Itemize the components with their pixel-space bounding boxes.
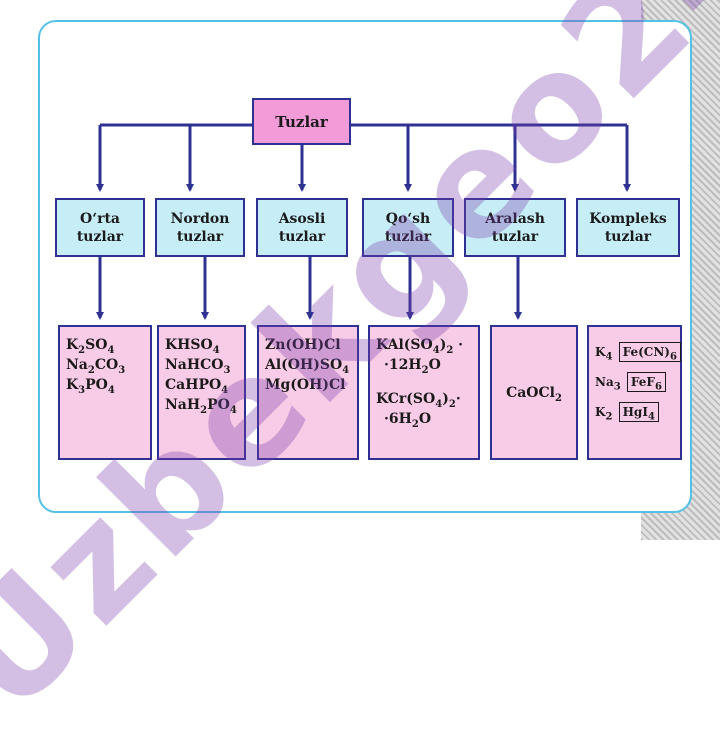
- examples-nordon-tuzlar: KHSO4 NaHCO3 CaHPO4 NaH2PO4: [157, 325, 246, 460]
- examples-qosh-tuzlar: KAl(SO4)2 · ·12H2O KCr(SO4)2· ·6H2O: [368, 325, 480, 460]
- formula-mgohcl: Mg(OH)Cl: [265, 377, 346, 393]
- formula-12h2o: ·12H2O: [384, 357, 441, 376]
- root-node-tuzlar: Tuzlar: [252, 98, 351, 145]
- formula-k3po4: K3PO4: [66, 377, 115, 396]
- formula-na3fef6: Na3 FeF6: [595, 372, 674, 392]
- formula-alohso4: Al(OH)SO4: [265, 357, 350, 376]
- formula-6h2o: ·6H2O: [384, 411, 432, 430]
- formula-kalso42: KAl(SO4)2 ·: [376, 337, 464, 356]
- examples-aralash-tuzlar: CaOCl2: [490, 325, 578, 460]
- formula-k2so4: K2SO4: [66, 337, 115, 356]
- formula-nah2po4: NaH2PO4: [165, 397, 237, 416]
- formula-na2co3: Na2CO3: [66, 357, 126, 376]
- formula-znohcl: Zn(OH)Cl: [265, 337, 341, 353]
- formula-khso4: KHSO4: [165, 337, 220, 356]
- formula-kcrso42: KCr(SO4)2·: [376, 391, 461, 410]
- formula-k4fecn6: K4 Fe(CN)6: [595, 342, 681, 362]
- formula-k2hgi4: K2 HgI4: [595, 402, 674, 422]
- formula-nahco3: NaHCO3: [165, 357, 231, 376]
- formula-cahpo4: CaHPO4: [165, 377, 229, 396]
- examples-asosli-tuzlar: Zn(OH)Cl Al(OH)SO4 Mg(OH)Cl: [257, 325, 359, 460]
- formula-caocl2: CaOCl2: [506, 384, 562, 404]
- examples-kompleks-tuzlar: K4 Fe(CN)6 Na3 FeF6 K2 HgI4: [587, 325, 682, 460]
- examples-orta-tuzlar: K2SO4 Na2CO3 K3PO4: [58, 325, 152, 460]
